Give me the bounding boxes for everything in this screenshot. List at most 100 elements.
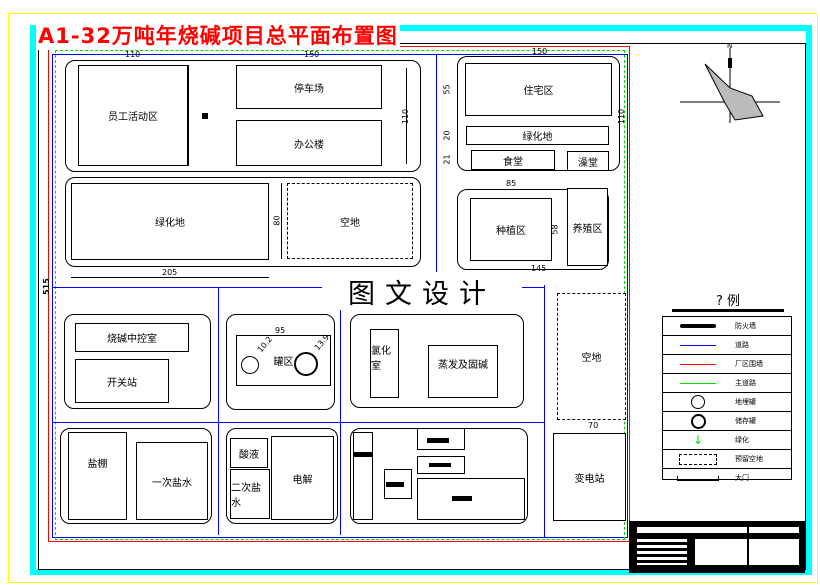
zone-label: 开关站 <box>107 377 137 389</box>
legend-title: ? 例 <box>672 290 784 312</box>
main-road-symbol-icon <box>680 382 716 384</box>
control-block <box>64 314 211 409</box>
legend-item: 地埋罐 <box>663 393 791 412</box>
legend-item: ↓ 绿化 <box>663 431 791 450</box>
road-vertical-2 <box>340 287 341 535</box>
zone-label: 住宅区 <box>523 86 554 97</box>
green-block <box>65 177 421 267</box>
zone-label: 变电站 <box>574 473 605 485</box>
zone-canteen[interactable]: 食堂 <box>471 150 555 170</box>
legend-item: 道路 <box>663 336 791 355</box>
equipment-mark <box>386 482 404 487</box>
title-block-name <box>695 539 747 565</box>
legend-item: 储存罐 <box>663 412 791 431</box>
road-horizontal-2 <box>52 422 544 423</box>
road-vertical-3 <box>544 285 545 537</box>
zone-waste-acid[interactable]: 酸液 <box>230 438 268 468</box>
legend-label: 预留空地 <box>735 455 763 463</box>
dim-line <box>281 183 282 259</box>
zone-label: 空地 <box>581 353 602 364</box>
zone-chlorination[interactable]: 氯化室 <box>370 329 399 398</box>
green-arrow-icon: ↓ <box>692 433 704 447</box>
dim-green-width: 205 <box>162 268 178 277</box>
zone-primary-brine[interactable]: 一次盐水 <box>136 442 208 520</box>
zone-label: 办公楼 <box>294 139 324 151</box>
farm-block <box>457 189 609 270</box>
legend-label: 主道路 <box>735 379 756 387</box>
zone-label: 二次盐水 <box>231 483 261 509</box>
zone-label: 烧碱中控室 <box>107 334 157 345</box>
zone-control-room[interactable]: 烧碱中控室 <box>75 323 189 352</box>
legend-label: 地埋罐 <box>735 398 756 406</box>
dim-residential-height: 55 <box>442 84 452 95</box>
main-road-horizontal <box>52 287 544 288</box>
zone-label: 一次盐水 <box>152 477 192 489</box>
tank-small-icon <box>241 356 259 374</box>
zone-label: 氯化室 <box>371 346 391 372</box>
zone-label: 罐区 <box>273 357 294 368</box>
zone-label: 蒸发及固碱 <box>438 360 488 371</box>
legend-item: 大门 <box>663 469 791 487</box>
zone-label: 种植区 <box>496 226 526 237</box>
legend-item: 厂区围墙 <box>663 355 791 374</box>
zone-electrolysis[interactable]: 电解 <box>271 436 334 520</box>
tank-large-icon <box>294 352 318 376</box>
zone-salt-shed[interactable]: 盐棚 <box>68 432 127 520</box>
title-block-table <box>637 539 687 565</box>
dim-planting-width: 85 <box>506 179 517 188</box>
equipment-mark <box>354 452 372 457</box>
zone-office[interactable]: 办公楼 <box>236 120 382 166</box>
zone-breeding[interactable]: 养殖区 <box>567 188 608 266</box>
zone-label: 电解 <box>292 474 313 486</box>
buried-tank-symbol-icon <box>691 395 705 409</box>
dim-residential-width: 150 <box>532 47 548 56</box>
storage-tank-symbol-icon <box>690 413 706 429</box>
drawing-title: A1-32万吨年烧碱项目总平面布置图 <box>36 20 400 50</box>
zone-label: 员工活动区 <box>108 112 158 123</box>
legend-item: 防火墙 <box>663 317 791 336</box>
gate-symbol-icon <box>677 475 719 481</box>
svg-text:N: N <box>727 42 732 50</box>
reserved-area-symbol-icon <box>679 453 717 465</box>
zone-green-left[interactable]: 绿化地 <box>71 183 269 260</box>
total-height-dimension: 515 <box>41 278 51 295</box>
dim-line <box>406 68 407 164</box>
zone-secondary-brine[interactable]: 二次盐水 <box>230 469 270 519</box>
legend-label: 绿化 <box>735 436 749 444</box>
zone-label: 绿化地 <box>155 218 185 229</box>
zone-parking[interactable]: 停车场 <box>236 65 382 109</box>
dim-parking-width: 150 <box>304 50 320 59</box>
zone-substation[interactable]: 变电站 <box>553 433 626 521</box>
dim-line <box>71 277 269 278</box>
dim-staff-width: 110 <box>125 50 141 59</box>
north-arrow-wind-rose-icon: N <box>680 42 780 123</box>
dim-tank-width: 95 <box>275 326 286 335</box>
dim-office-height: 110 <box>401 108 411 125</box>
zone-bath[interactable]: 澡堂 <box>567 151 609 171</box>
zone-label: 盐棚 <box>87 459 108 470</box>
divider <box>188 65 189 166</box>
drawing-frame <box>30 25 812 575</box>
legend: 防火墙 道路 厂区围墙 主道路 地埋罐 储存罐 ↓绿化 预留空地 大门 <box>662 316 792 482</box>
zone-evaporation[interactable]: 蒸发及固碱 <box>428 345 498 398</box>
building-misc-1[interactable] <box>353 432 373 520</box>
zone-green-mid[interactable]: 绿化地 <box>466 126 609 145</box>
zone-label: 食堂 <box>503 156 523 168</box>
page-border <box>8 13 818 583</box>
legend-label: 道路 <box>735 341 749 349</box>
zone-staff-activity[interactable]: 员工活动区 <box>78 65 188 166</box>
evaporation-block <box>350 314 524 408</box>
dim-farm-width: 145 <box>531 264 547 273</box>
legend-item: 主道路 <box>663 374 791 393</box>
zone-planting[interactable]: 种植区 <box>470 198 552 261</box>
zone-vacant-right[interactable]: 空地 <box>557 293 626 420</box>
electrolysis-block <box>226 428 338 524</box>
residential-block <box>457 56 620 171</box>
zone-switch-station[interactable]: 开关站 <box>75 359 169 403</box>
legend-item: 预留空地 <box>663 450 791 469</box>
title-block-row <box>749 527 799 533</box>
zone-vacant-top[interactable]: 空地 <box>287 183 413 259</box>
dim-canteen-height: 21 <box>442 154 452 165</box>
road-vertical-4 <box>436 54 437 286</box>
zone-residential[interactable]: 住宅区 <box>465 63 612 116</box>
